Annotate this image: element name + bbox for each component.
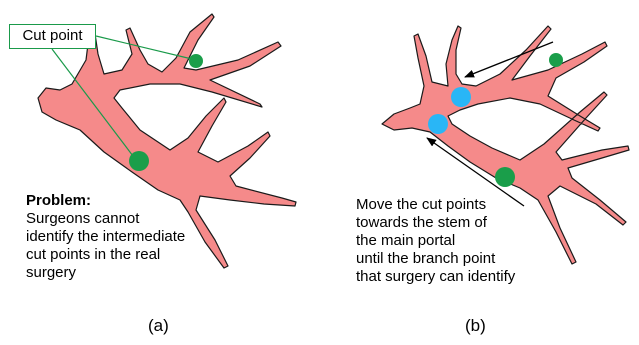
description-line: the main portal — [356, 232, 455, 250]
panel-a-caption: (a) — [148, 316, 169, 336]
description-line: Move the cut points — [356, 196, 486, 214]
cut-point-b-upper-moved — [451, 87, 471, 107]
panel-b-caption: (b) — [465, 316, 486, 336]
cut-point-callout: Cut point — [9, 24, 96, 49]
cut-point-a-upper — [189, 54, 203, 68]
cut-point-b-upper-original — [549, 53, 563, 67]
cut-point-b-lower-original — [495, 167, 515, 187]
problem-line: cut points in the real — [26, 246, 160, 264]
description-line: towards the stem of — [356, 214, 487, 232]
problem-line: Surgeons cannot — [26, 210, 139, 228]
description-line: that surgery can identify — [356, 268, 515, 286]
problem-title: Problem: — [26, 192, 91, 210]
cut-point-a-lower — [129, 151, 149, 171]
problem-line: surgery — [26, 264, 76, 282]
description-line: until the branch point — [356, 250, 495, 268]
problem-line: identify the intermediate — [26, 228, 185, 246]
cut-point-b-lower-moved — [428, 114, 448, 134]
